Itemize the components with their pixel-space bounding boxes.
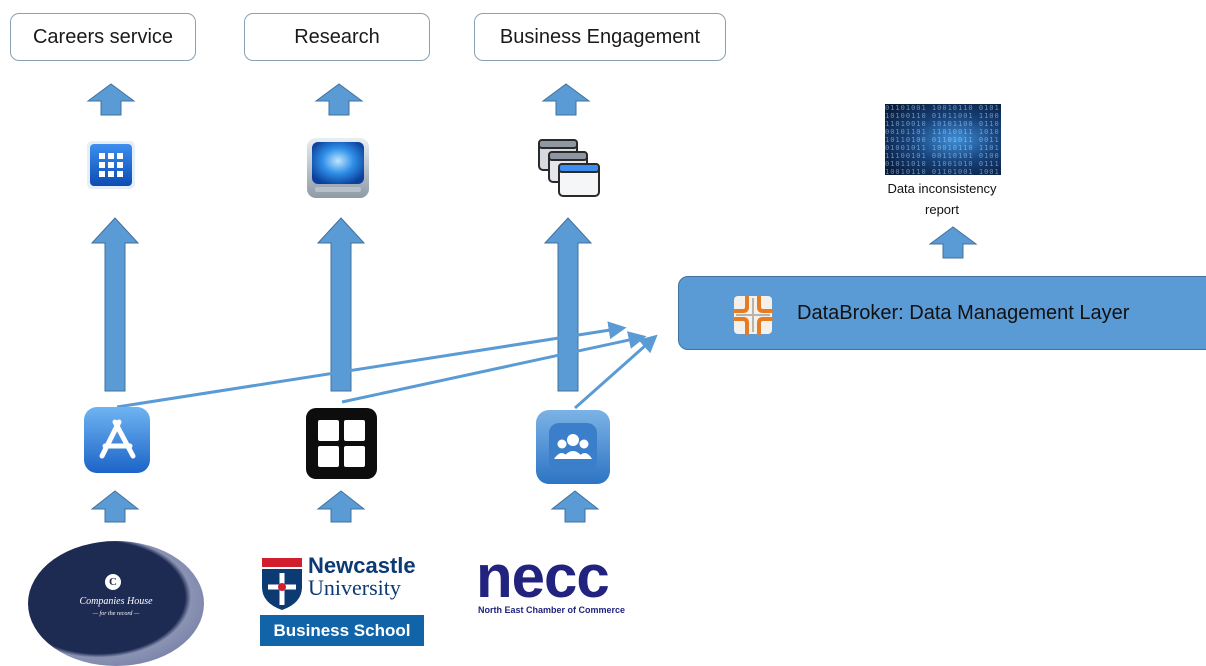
- report-label-line1: Data inconsistency: [887, 181, 997, 196]
- databroker-label: DataBroker: Data Management Layer: [797, 301, 1130, 324]
- community-icon: [535, 409, 611, 485]
- business-engagement-box[interactable]: Business Engagement: [474, 13, 726, 61]
- binary-data-image: 01101001 10010110 0101 10100110 01011001…: [885, 104, 1001, 175]
- connector-business-databroker: [574, 334, 658, 410]
- necc-wordmark: necc: [476, 543, 610, 610]
- app-store-icon: [83, 406, 151, 474]
- newcastle-crest-icon: [262, 558, 302, 610]
- up-arrow-report: [928, 226, 978, 259]
- necc-logo: necc North East Chamber of Commerce: [476, 547, 676, 619]
- up-arrow-business-top: [541, 83, 591, 116]
- tall-arrow-research: [316, 217, 366, 392]
- monitor-icon: [305, 136, 371, 200]
- connector-careers-databroker: [116, 321, 627, 409]
- report-label-line2: report: [925, 202, 959, 217]
- careers-service-box[interactable]: Careers service: [10, 13, 196, 61]
- newcastle-university: University: [308, 575, 401, 600]
- newcastle-university-logo: Newcastle University Business School: [256, 555, 424, 647]
- up-arrow-careers-top: [86, 83, 136, 116]
- databroker-logo-icon: [733, 295, 773, 335]
- companies-house-mark: C: [105, 574, 121, 590]
- business-school-bar: Business School: [260, 615, 424, 646]
- up-arrow-necc: [550, 490, 600, 523]
- newcastle-name: Newcastle: [308, 553, 416, 578]
- research-box[interactable]: Research: [244, 13, 430, 61]
- companies-house-tagline: — for the record —: [92, 611, 140, 617]
- up-arrow-companies-house: [90, 490, 140, 523]
- necc-subtitle: North East Chamber of Commerce: [478, 605, 626, 615]
- databroker-layer-box[interactable]: DataBroker: Data Management Layer: [678, 276, 1206, 350]
- windows-stack-icon: [536, 137, 602, 199]
- grid-app-icon: [86, 140, 136, 190]
- research-label: Research: [294, 25, 380, 48]
- up-arrow-newcastle: [316, 490, 366, 523]
- companies-house-name: Companies House: [79, 596, 153, 607]
- report-label: Data inconsistency report: [862, 178, 1022, 220]
- up-arrow-research-top: [314, 83, 364, 116]
- tall-arrow-careers: [90, 217, 140, 392]
- window-grid-icon: [305, 407, 378, 480]
- companies-house-logo: C Companies House — for the record —: [28, 541, 204, 666]
- tall-arrow-business: [543, 217, 593, 392]
- connector-research-databroker: [341, 331, 647, 404]
- careers-service-label: Careers service: [32, 25, 174, 48]
- business-engagement-label: Business Engagement: [499, 25, 701, 48]
